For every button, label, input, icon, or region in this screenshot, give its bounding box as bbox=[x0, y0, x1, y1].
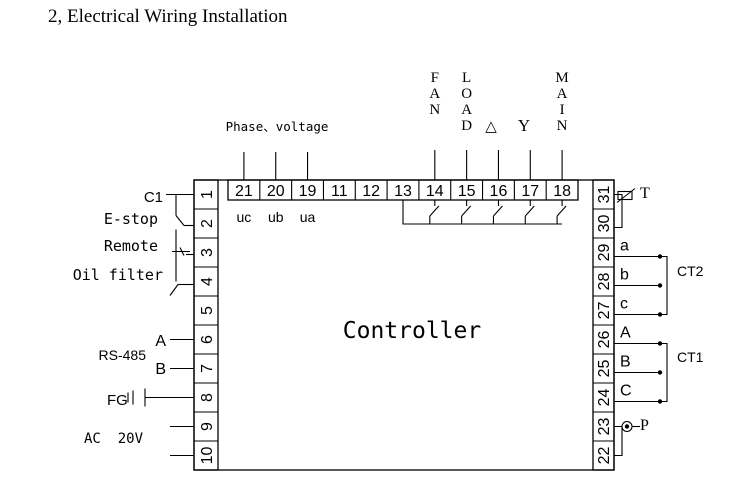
ct2-label: CT2 bbox=[677, 263, 704, 279]
top-terminal-11: 11 bbox=[331, 183, 348, 200]
top-terminal-18: 18 bbox=[553, 183, 571, 200]
main-letter: N bbox=[557, 118, 568, 134]
estop-label: E-stop bbox=[104, 210, 158, 228]
relay-contact bbox=[556, 205, 567, 217]
load-letter: L bbox=[462, 70, 471, 86]
junction-dot bbox=[657, 399, 663, 404]
left-terminal-9: 9 bbox=[199, 422, 216, 431]
left-terminal-2: 2 bbox=[199, 219, 216, 228]
relay-contact bbox=[524, 205, 535, 217]
junction-dot bbox=[657, 283, 663, 288]
rs485-label: RS-485 bbox=[99, 347, 147, 363]
oil-filter-contact bbox=[169, 284, 179, 296]
ct1-phase-A: A bbox=[620, 325, 631, 342]
ct2-phase-c: c bbox=[620, 296, 628, 313]
left-terminal-1: 1 bbox=[199, 190, 216, 199]
ct2-phase-a: a bbox=[620, 238, 629, 255]
main-letter: I bbox=[560, 102, 565, 118]
oil-filter-label: Oil filter bbox=[73, 266, 163, 284]
ct2-bracket bbox=[660, 255, 668, 316]
top-terminal-16: 16 bbox=[490, 183, 508, 200]
c1-label: C1 bbox=[144, 189, 163, 206]
left-terminal-4: 4 bbox=[199, 277, 216, 286]
phase-label-ua: ua bbox=[300, 209, 316, 225]
left-terminal-3: 3 bbox=[199, 248, 216, 257]
remote-contact bbox=[179, 247, 185, 256]
rs485-a-label: A bbox=[155, 333, 166, 350]
left-terminal-6: 6 bbox=[199, 335, 216, 344]
ct2-phase-b: b bbox=[620, 267, 629, 284]
p-label: P bbox=[640, 417, 649, 434]
ct1-label: CT1 bbox=[677, 349, 704, 365]
right-terminal-28: 28 bbox=[596, 273, 613, 291]
phase-voltage-label: Phase、voltage bbox=[226, 119, 329, 134]
delta-label: △ bbox=[485, 118, 497, 135]
right-terminal-29: 29 bbox=[596, 244, 613, 262]
t-label: T bbox=[640, 185, 650, 202]
thermistor-symbol bbox=[617, 190, 633, 201]
left-terminal-7: 7 bbox=[199, 364, 216, 373]
ct1-bracket bbox=[660, 342, 668, 403]
left-terminal-8: 8 bbox=[199, 393, 216, 402]
estop-contact bbox=[175, 215, 185, 226]
controller-label: Controller bbox=[343, 318, 481, 344]
load-letter: A bbox=[461, 102, 472, 118]
junction-dot bbox=[624, 424, 630, 429]
right-terminal-25: 25 bbox=[596, 360, 613, 378]
main-letter: A bbox=[557, 86, 568, 102]
right-terminal-26: 26 bbox=[596, 331, 613, 349]
right-terminal-31: 31 bbox=[596, 186, 613, 204]
rs485-b-label: B bbox=[155, 361, 166, 378]
top-terminal-13: 13 bbox=[394, 183, 412, 200]
pressure-wire bbox=[614, 425, 623, 457]
right-terminal-30: 30 bbox=[596, 215, 613, 233]
junction-dot bbox=[657, 370, 663, 375]
fan-letter: F bbox=[431, 70, 439, 86]
load-letter: D bbox=[461, 118, 472, 134]
phase-label-ub: ub bbox=[268, 209, 284, 225]
junction-dot bbox=[657, 341, 663, 346]
ac-20v-label: AC 20V bbox=[84, 431, 144, 447]
top-terminal-21: 21 bbox=[235, 183, 253, 200]
fg-label: FG bbox=[107, 392, 128, 409]
junction-dot bbox=[657, 254, 663, 259]
ct1-phase-C: C bbox=[620, 383, 632, 400]
load-letter: O bbox=[461, 86, 472, 102]
junction-dot bbox=[657, 312, 663, 317]
right-terminal-22: 22 bbox=[596, 447, 613, 465]
left-terminal-5: 5 bbox=[199, 306, 216, 315]
remote-label: Remote bbox=[104, 237, 158, 255]
phase-label-uc: uc bbox=[237, 209, 252, 225]
top-terminal-14: 14 bbox=[426, 183, 444, 200]
top-terminal-19: 19 bbox=[299, 183, 317, 200]
y-label: Y bbox=[518, 116, 530, 135]
left-terminal-10: 10 bbox=[199, 447, 216, 465]
right-terminal-23: 23 bbox=[596, 418, 613, 436]
right-terminal-24: 24 bbox=[596, 389, 613, 407]
top-terminal-15: 15 bbox=[458, 183, 476, 200]
top-terminal-17: 17 bbox=[521, 183, 539, 200]
top-terminal-20: 20 bbox=[267, 183, 285, 200]
relay-common-wire bbox=[402, 200, 563, 225]
ct1-phase-B: B bbox=[620, 354, 631, 371]
page-title: 2, Electrical Wiring Installation bbox=[48, 6, 288, 27]
thermistor-symbol bbox=[616, 188, 636, 203]
fan-label: FAN bbox=[429, 70, 440, 118]
fan-letter: A bbox=[429, 86, 440, 102]
right-terminal-27: 27 bbox=[596, 302, 613, 320]
main-letter: M bbox=[555, 70, 568, 86]
relay-contact bbox=[461, 205, 472, 217]
fan-letter: N bbox=[429, 102, 440, 118]
relay-contact bbox=[429, 205, 440, 217]
top-terminal-12: 12 bbox=[362, 183, 380, 200]
relay-contact bbox=[493, 205, 503, 217]
